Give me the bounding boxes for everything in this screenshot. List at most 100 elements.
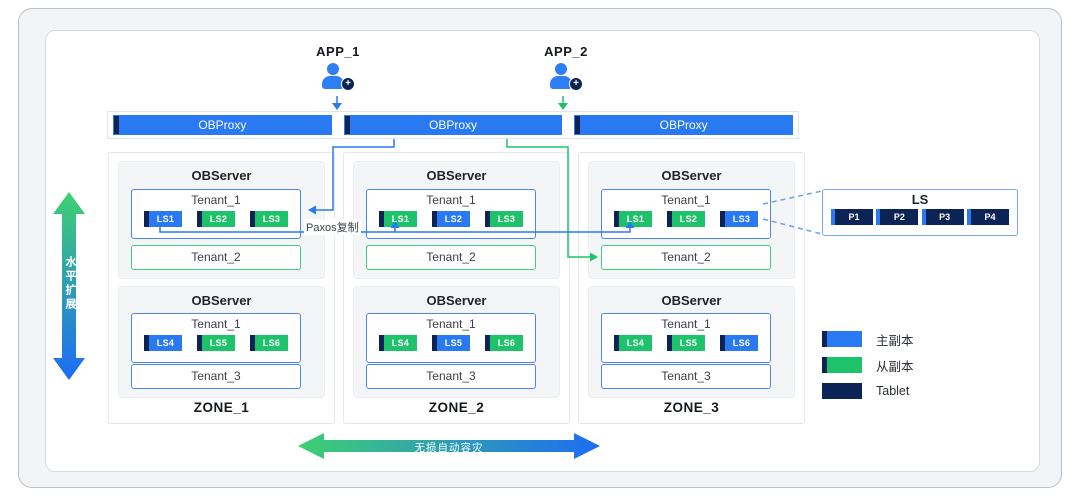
obproxy-label: OBProxy: [198, 118, 247, 132]
primary-bar: [831, 209, 835, 225]
user-icon: +: [321, 63, 355, 91]
tablet-bar: [485, 211, 490, 227]
follower-replica-swatch: [822, 357, 862, 373]
tablet-bar: [144, 335, 149, 351]
tablet-bar: [614, 211, 619, 227]
ls-replica-chip: LS6: [720, 335, 758, 351]
tenant-3-box: Tenant_3: [601, 364, 771, 389]
tablet-bar: [720, 335, 725, 351]
zone-1: OBServer Tenant_1 LS1 LS2 LS3 Tenant_2 O…: [108, 152, 335, 424]
primary-replica-swatch: [822, 331, 862, 347]
tablet-bar: [432, 335, 437, 351]
zone-label: ZONE_3: [663, 400, 720, 415]
tenant-2-box: Tenant_2: [131, 245, 301, 270]
tablet-bar: [432, 211, 437, 227]
ls-detail-panel: LS P1 P2 P3 P4: [822, 189, 1018, 236]
tablet-bar: [197, 211, 202, 227]
observer-title: OBServer: [426, 168, 487, 183]
tenant-label: Tenant_1: [426, 317, 476, 331]
tablet-bar: [720, 211, 725, 227]
plus-badge-icon: +: [341, 77, 355, 91]
tablet-bar: [379, 211, 384, 227]
user-head: [327, 63, 339, 75]
zone-2: OBServer Tenant_1 LS1 LS2 LS3 Tenant_2 O…: [343, 152, 570, 424]
tenant-3-box: Tenant_3: [131, 364, 301, 389]
tablet-bar: [250, 335, 255, 351]
tablet-swatch: [822, 383, 862, 399]
app-1-group: APP_1 +: [296, 44, 380, 96]
tenant-label: Tenant_1: [191, 317, 241, 331]
ls-replica-chip: LS1: [614, 211, 652, 227]
observer-block: OBServer Tenant_1 LS1 LS2 LS3 Tenant_2: [353, 161, 560, 279]
obproxy-bar-1: OBProxy: [113, 115, 332, 135]
obproxy-edge: [575, 116, 581, 134]
horizontal-scale-label: 水平扩展: [64, 256, 76, 312]
observer-title: OBServer: [191, 293, 252, 308]
tablet-bar: [667, 335, 672, 351]
zone-label: ZONE_1: [193, 400, 250, 415]
plus-badge-icon: +: [569, 77, 583, 91]
observer-block: OBServer Tenant_1 LS4 LS5 LS6 Tenant_3: [588, 286, 795, 398]
tablet-bar: [614, 335, 619, 351]
obproxy-row: OBProxy OBProxy OBProxy: [107, 111, 799, 139]
user-torso: [322, 76, 344, 89]
observer-block: OBServer Tenant_1 LS1 LS2 LS3 Tenant_2: [118, 161, 325, 279]
app-1-label: APP_1: [316, 44, 360, 59]
zone-3: OBServer Tenant_1 LS1 LS2 LS3 Tenant_2 O…: [578, 152, 805, 424]
ls-replica-chip: LS4: [144, 335, 182, 351]
obproxy-edge: [114, 116, 119, 134]
ls-replica-chip: LS2: [432, 211, 470, 227]
app-2-group: APP_2 +: [524, 44, 608, 96]
user-icon: +: [549, 63, 583, 91]
tenant-label: Tenant_1: [191, 193, 241, 207]
disaster-recovery-label: 无损自动容灾: [414, 442, 484, 454]
observer-block: OBServer Tenant_1 LS1 LS2 LS3 Tenant_2: [588, 161, 795, 279]
ls-replica-chip: LS2: [197, 211, 235, 227]
tablet-bar: [197, 335, 202, 351]
ls-replica-chip: LS6: [485, 335, 523, 351]
ls-replica-chip: LS5: [667, 335, 705, 351]
ls-replica-chip: LS4: [614, 335, 652, 351]
legend-row-primary: 主副本: [822, 331, 914, 348]
tablet-bar: [250, 211, 255, 227]
obproxy-edge: [344, 116, 350, 134]
tenant-label: Tenant_1: [661, 193, 711, 207]
tablet-bar: [379, 335, 384, 351]
observer-title: OBServer: [661, 293, 722, 308]
ls-replica-chip: LS3: [720, 211, 758, 227]
obproxy-label: OBProxy: [429, 118, 478, 132]
observer-block: OBServer Tenant_1 LS4 LS5 LS6 Tenant_3: [118, 286, 325, 398]
observer-title: OBServer: [191, 168, 252, 183]
tenant-1-box: Tenant_1 LS4 LS5 LS6: [131, 313, 301, 363]
primary-bar: [876, 209, 881, 225]
tenant-2-box: Tenant_2: [601, 245, 771, 270]
observer-title: OBServer: [426, 293, 487, 308]
ls-replica-chip: LS3: [485, 211, 523, 227]
obproxy-label: OBProxy: [659, 118, 708, 132]
tablet-chip: P2: [876, 209, 919, 225]
primary-bar: [921, 209, 926, 225]
observer-title: OBServer: [661, 168, 722, 183]
ls-replica-chip: LS1: [144, 211, 182, 227]
tenant-1-box: Tenant_1 LS1 LS2 LS3: [601, 189, 771, 239]
obproxy-bar-3: OBProxy: [574, 115, 794, 135]
tablet-bar: [485, 335, 490, 351]
tenant-1-box: Tenant_1 LS4 LS5 LS6: [366, 313, 536, 363]
tablet-chip: P4: [966, 209, 1009, 225]
paxos-replication-label: Paxos复制: [304, 219, 361, 235]
tenant-label: Tenant_1: [661, 317, 711, 331]
ls-replica-chip: LS5: [432, 335, 470, 351]
ls-replica-chip: LS5: [197, 335, 235, 351]
ls-replica-chip: LS4: [379, 335, 417, 351]
ls-replica-chip: LS1: [379, 211, 417, 227]
user-head: [555, 63, 567, 75]
tenant-label: Tenant_1: [426, 193, 476, 207]
tablet-bar: [667, 211, 672, 227]
tenant-1-box: Tenant_1 LS1 LS2 LS3: [366, 189, 536, 239]
tablet-bar: [144, 211, 149, 227]
observer-block: OBServer Tenant_1 LS4 LS5 LS6 Tenant_3: [353, 286, 560, 398]
ls-panel-title: LS: [911, 192, 929, 207]
ls-replica-chip: LS6: [250, 335, 288, 351]
legend-row-follower: 从副本: [822, 357, 914, 374]
